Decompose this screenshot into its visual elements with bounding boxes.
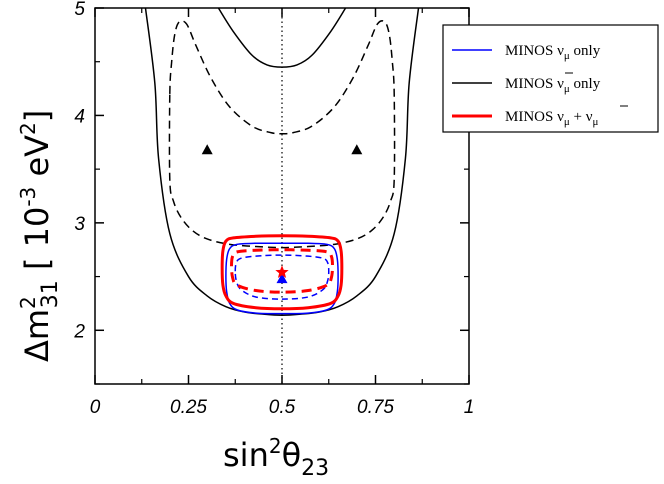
contour-combined-99 <box>220 234 344 311</box>
x-axis-title: sin2θ23 <box>223 434 329 481</box>
y-tick-label-3: 5 <box>74 0 85 20</box>
legend: MINOS νμ only MINOS νμ only MINOS νμ + ν… <box>442 24 659 133</box>
legend-label-numubar: MINOS νμ only <box>505 76 601 95</box>
y-tick-label-1: 3 <box>74 214 85 235</box>
marker-best-fit-combined <box>275 265 289 278</box>
y-tick-label-2: 4 <box>74 106 85 127</box>
y-axis-title: Δm231 [ 10-3 eV2] <box>16 110 63 362</box>
legend-label-combined: MINOS νμ + νμ <box>505 109 599 128</box>
x-tick-label-2: 0.5 <box>269 397 296 418</box>
marker-best-fit-numubar-right <box>351 144 363 155</box>
x-tick-label-0: 0 <box>90 397 101 418</box>
contour-numu-99 <box>225 242 339 315</box>
contour-numubar-99-inner <box>217 8 347 68</box>
marker-best-fit-numubar-left <box>201 144 213 155</box>
contour-numu-90 <box>234 254 330 300</box>
x-tick-label-1: 0.25 <box>170 397 207 418</box>
tick-layer: 0 0.25 0.5 0.75 1 2 3 4 5 <box>73 0 474 418</box>
marker-best-fit-numu <box>276 273 288 284</box>
y-tick-label-0: 2 <box>73 321 85 342</box>
contour-numubar-99-outer <box>144 8 420 316</box>
x-tick-label-4: 1 <box>464 397 475 418</box>
x-tick-label-3: 0.75 <box>357 397 394 418</box>
series-layer <box>144 8 420 316</box>
contour-numubar-90 <box>168 20 396 249</box>
legend-label-numu: MINOS νμ only <box>505 43 601 62</box>
legend-box <box>442 24 659 133</box>
marker-layer <box>201 144 363 284</box>
